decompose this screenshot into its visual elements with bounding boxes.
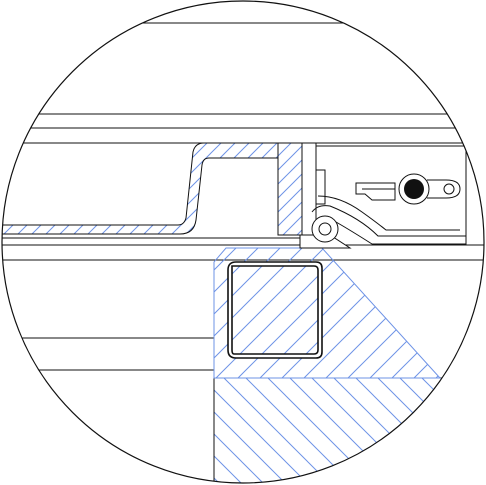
- hinge-pin: [299, 169, 467, 249]
- lower-block: [213, 377, 484, 483]
- detail-content: [2, 22, 484, 483]
- gasket-profile: [227, 261, 323, 359]
- upper-profile: [2, 142, 317, 239]
- housing-lines: [316, 145, 484, 244]
- spring-pin: [355, 173, 461, 205]
